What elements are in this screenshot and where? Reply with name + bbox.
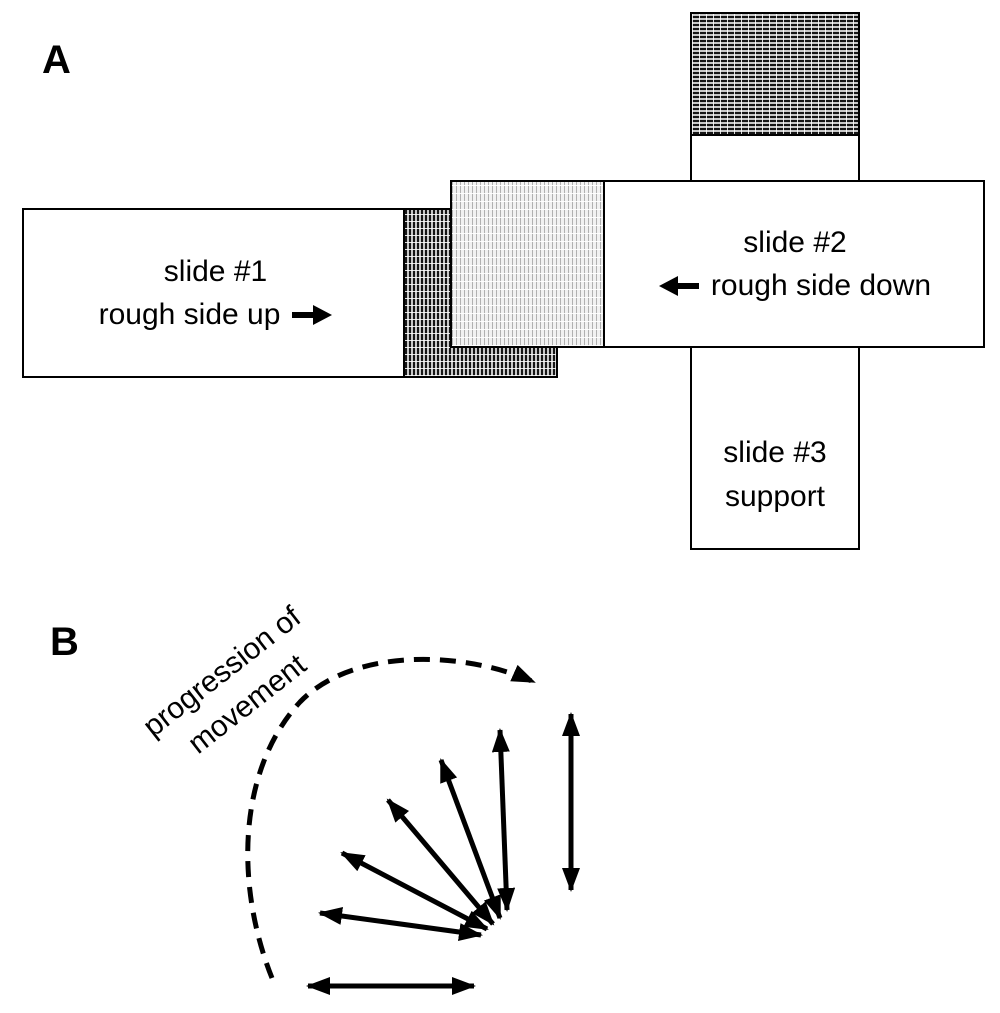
slide2-label-block: slide #2 rough side down	[607, 182, 983, 346]
slide1-label-block: slide #1 rough side up	[24, 210, 407, 376]
slide3-subtitle: support	[724, 479, 826, 513]
slide2-rect: slide #2 rough side down	[450, 180, 985, 348]
smear-arrow-5	[438, 758, 503, 920]
slide2-subtitle: rough side down	[710, 269, 932, 302]
slide1-subtitle: rough side up	[98, 298, 281, 331]
smear-arrow-2	[318, 907, 483, 941]
slide2-frosted-area	[452, 182, 605, 346]
slide3-label-block: slide #3 support	[692, 431, 858, 518]
slide3-title: slide #3	[723, 436, 827, 469]
movement-annotation: progression of movement	[92, 564, 378, 813]
panel-b-label: B	[50, 620, 79, 664]
slide2-title: slide #2	[743, 225, 847, 259]
left-arrow-icon	[658, 275, 699, 296]
smear-arrow-3	[340, 850, 489, 932]
panel-a-label: A	[42, 38, 71, 82]
smear-arrow-4	[386, 798, 495, 926]
smear-arrow-6	[491, 728, 516, 912]
smear-arrow-fan	[306, 712, 580, 995]
slide1-title: slide #1	[163, 254, 268, 288]
right-arrow-icon	[292, 304, 333, 325]
progression-dashed-arc	[245, 656, 536, 979]
slide3-frosted-area	[692, 14, 858, 136]
